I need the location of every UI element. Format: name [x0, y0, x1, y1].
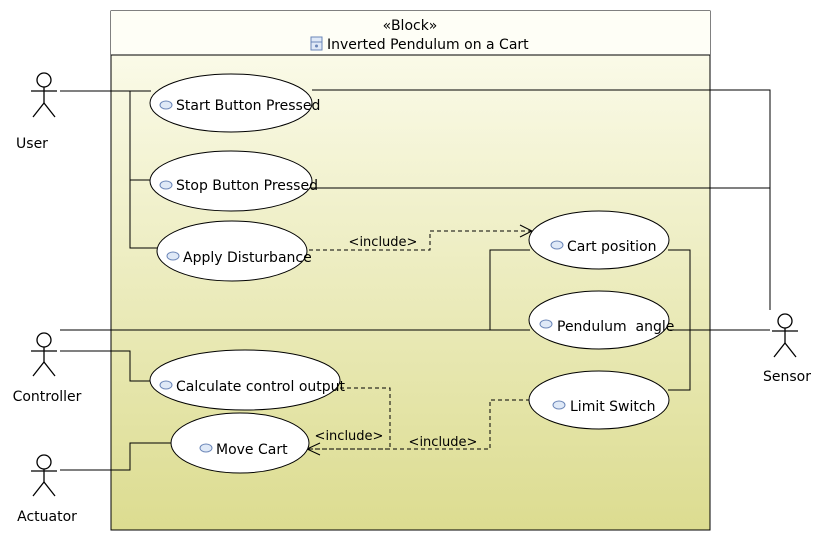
- block-icon: [310, 36, 323, 51]
- stick-figure-icon: [31, 72, 57, 118]
- association-actuator-move-cart: [60, 442, 172, 471]
- use-case-apply-disturbance[interactable]: Apply Disturbance: [156, 220, 312, 282]
- use-case-start-button[interactable]: Start Button Pressed: [149, 73, 320, 133]
- actor-sensor[interactable]: Sensor: [763, 313, 811, 385]
- stick-figure-icon: [31, 332, 57, 377]
- use-case-label: Apply Disturbance: [183, 250, 312, 266]
- include-label-3: <include>: [409, 435, 478, 450]
- actor-label: Controller: [13, 389, 82, 405]
- use-case-pendulum-angle[interactable]: Pendulum angle: [528, 290, 674, 350]
- associations: [60, 89, 771, 471]
- association-controller-cart-position: [489, 249, 530, 330]
- use-case-icon: [159, 180, 173, 190]
- use-case-cart-position[interactable]: Cart position: [528, 210, 670, 270]
- actor-label: Sensor: [763, 369, 811, 385]
- use-case-limit-switch[interactable]: Limit Switch: [528, 370, 670, 430]
- use-case-icon: [552, 400, 566, 410]
- block-stereotype: «Block»: [383, 18, 438, 34]
- use-case-label: Start Button Pressed: [176, 98, 320, 114]
- actor-label: User: [16, 136, 48, 152]
- include-calculate-move-cart: [308, 387, 391, 450]
- actor-controller[interactable]: Controller: [13, 332, 82, 405]
- use-case-icon: [550, 240, 564, 250]
- use-case-stop-button[interactable]: Stop Button Pressed: [149, 150, 318, 212]
- block-name: Inverted Pendulum on a Cart: [327, 37, 529, 53]
- actor-actuator[interactable]: Actuator: [17, 454, 77, 525]
- use-case-move-cart[interactable]: Move Cart: [170, 412, 310, 474]
- use-case-icon: [539, 319, 553, 329]
- use-case-icon: [166, 251, 180, 261]
- include-label-1: <include>: [349, 235, 418, 250]
- actor-label: Actuator: [17, 509, 77, 525]
- include-label-2: <include>: [315, 429, 384, 444]
- stick-figure-icon: [31, 454, 57, 497]
- include-limit-switch-move-cart: [308, 399, 530, 450]
- block-header: [111, 11, 710, 55]
- use-case-label: Move Cart: [216, 442, 288, 458]
- use-case-icon: [159, 100, 173, 110]
- stick-figure-icon: [772, 313, 798, 358]
- include-apply-disturbance-cart-position: [309, 230, 531, 251]
- association-user-apply-disturbance: [60, 90, 158, 249]
- association-limit-switch-cart-position: [668, 249, 691, 391]
- use-case-label: Limit Switch: [570, 399, 655, 415]
- include-relations: [308, 230, 531, 450]
- use-case-label: Cart position: [567, 239, 657, 255]
- use-case-icon: [159, 380, 173, 390]
- association-start-button-sensor: [312, 89, 771, 310]
- use-case-label: Calculate control output: [176, 379, 346, 395]
- use-case-icon: [199, 443, 213, 453]
- association-controller-calculate: [60, 350, 151, 382]
- use-case-calculate-control[interactable]: Calculate control output: [149, 349, 346, 411]
- use-case-label: Stop Button Pressed: [176, 178, 318, 194]
- use-case-label: Pendulum angle: [557, 319, 674, 335]
- actor-user[interactable]: User: [16, 72, 57, 152]
